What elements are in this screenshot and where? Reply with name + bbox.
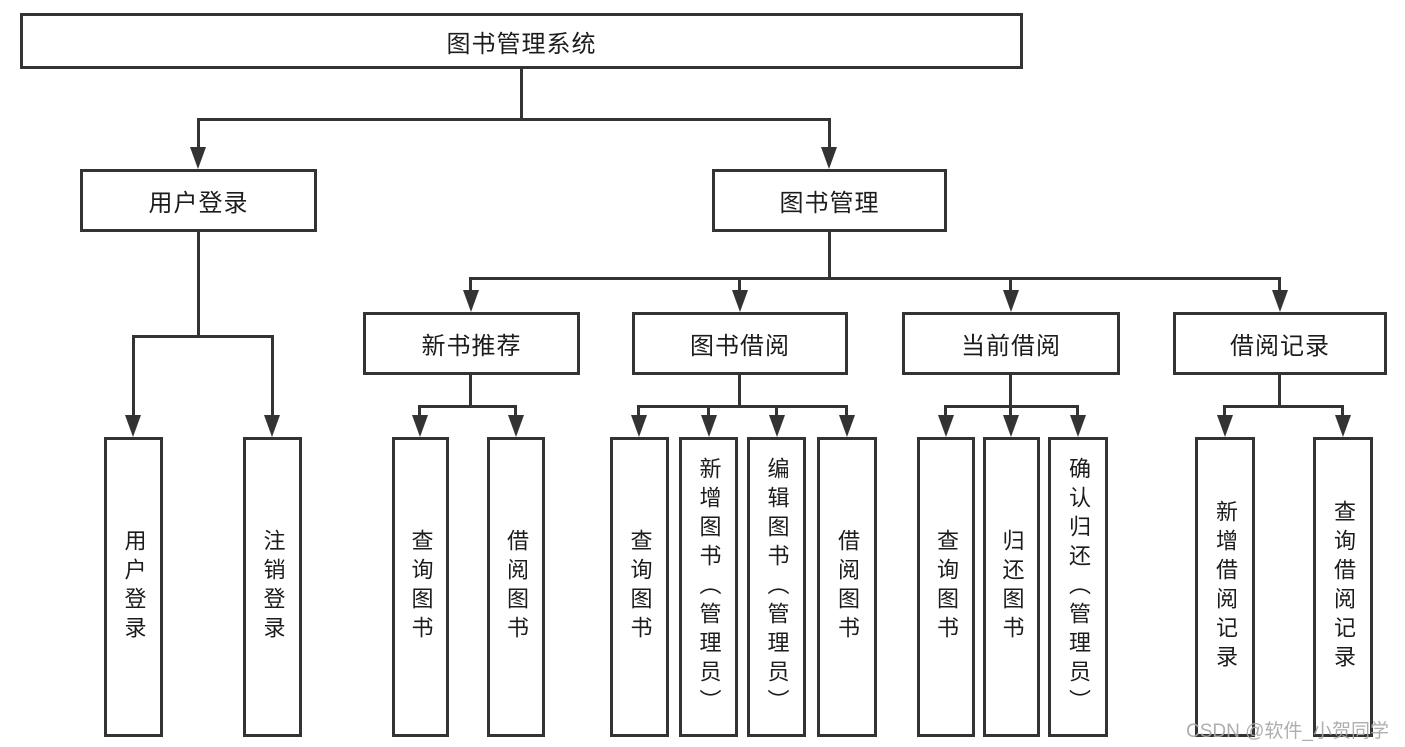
- leaf-borrow-book: 借阅图书: [817, 437, 877, 737]
- connector-leaf-shaft: [707, 405, 710, 417]
- connector-leaf-shaft: [1223, 405, 1226, 417]
- leaf-label: 新增图书（管理员）: [696, 456, 722, 718]
- node-current-borrow-label: 当前借阅: [961, 333, 1061, 360]
- connector-leaf-shaft: [1009, 405, 1012, 417]
- leaf-label: 查询图书: [408, 529, 434, 645]
- leaf-label: 借阅图书: [835, 529, 860, 645]
- connector-newbook-rail: [418, 405, 517, 408]
- connector-leaf-shaft: [637, 405, 640, 417]
- node-root-label: 图书管理系统: [446, 30, 597, 58]
- arrowhead-leaf-icon: [1003, 415, 1019, 437]
- arrowhead-newbook-icon: [463, 290, 479, 312]
- connector-newbook-stem: [469, 375, 472, 405]
- node-book-management-label: 图书管理: [779, 190, 880, 217]
- connector-level2-rail: [197, 118, 831, 121]
- arrowhead-book-mgmt-icon: [821, 147, 837, 169]
- leaf-add-borrow-record: 新增借阅记录: [1195, 437, 1255, 737]
- leaf-label: 查询图书: [627, 529, 653, 645]
- connector-currentborrow-stem: [1009, 375, 1012, 405]
- connector-user-login-shaft: [197, 118, 200, 150]
- leaf-label: 新增借阅记录: [1213, 500, 1238, 674]
- connector-leaf-shaft: [845, 405, 848, 417]
- leaf-query-book-current: 查询图书: [917, 437, 975, 737]
- leaf-label: 归还图书: [999, 529, 1025, 645]
- node-new-book-label: 新书推荐: [421, 333, 522, 360]
- connector-leaf-shaft: [775, 405, 778, 417]
- connector-bookborrow-rail: [637, 405, 848, 408]
- arrowhead-leaf-icon: [631, 415, 647, 437]
- connector-records-rail: [1223, 405, 1344, 408]
- leaf-label: 借阅图书: [504, 529, 529, 645]
- node-book-borrow-label: 图书借阅: [690, 333, 790, 360]
- connector-records-shaft: [1278, 277, 1281, 293]
- connector-bookborrow-stem: [738, 375, 741, 405]
- node-borrow-records-label: 借阅记录: [1230, 333, 1330, 360]
- connector-user-leaf2-shaft: [271, 335, 274, 417]
- leaf-query-book-newbook: 查询图书: [392, 437, 449, 737]
- connector-mgmt-stem: [828, 232, 831, 277]
- leaf-label: 编辑图书（管理员）: [764, 456, 790, 718]
- arrowhead-records-icon: [1272, 290, 1288, 312]
- leaf-label: 用户登录: [121, 529, 147, 645]
- arrowhead-bookborrow-icon: [732, 290, 748, 312]
- node-borrow-records: 借阅记录: [1173, 312, 1387, 375]
- connector-root-stem: [520, 69, 523, 118]
- arrowhead-user-leaf2-icon: [264, 415, 280, 437]
- connector-currentborrow-shaft: [1009, 277, 1012, 293]
- leaf-label: 确认归还（管理员）: [1066, 456, 1091, 718]
- leaf-add-book-admin: 新增图书（管理员）: [679, 437, 738, 737]
- arrowhead-leaf-icon: [701, 415, 717, 437]
- connector-user-rail: [132, 335, 274, 338]
- leaf-logout: 注销登录: [243, 437, 302, 737]
- arrowhead-leaf-icon: [769, 415, 785, 437]
- connector-records-stem: [1278, 375, 1281, 405]
- leaf-label: 注销登录: [260, 529, 286, 645]
- arrowhead-leaf-icon: [1335, 415, 1351, 437]
- connector-user-stem: [197, 232, 200, 335]
- leaf-user-login: 用户登录: [104, 437, 163, 737]
- leaf-label: 查询借阅记录: [1331, 500, 1356, 674]
- connector-level3-rail: [469, 277, 1281, 280]
- node-user-login: 用户登录: [80, 169, 317, 232]
- arrowhead-leaf-icon: [1070, 415, 1086, 437]
- leaf-confirm-return-admin: 确认归还（管理员）: [1048, 437, 1108, 737]
- leaf-label: 查询图书: [934, 529, 959, 645]
- connector-leaf-shaft: [418, 405, 421, 417]
- arrowhead-leaf-icon: [508, 415, 524, 437]
- node-root: 图书管理系统: [20, 13, 1023, 69]
- arrowhead-leaf-icon: [412, 415, 428, 437]
- arrowhead-user-login-icon: [190, 147, 206, 169]
- connector-user-leaf1-shaft: [132, 335, 135, 417]
- connector-book-mgmt-shaft: [828, 118, 831, 150]
- node-new-book: 新书推荐: [363, 312, 580, 375]
- leaf-query-book-borrow: 查询图书: [610, 437, 669, 737]
- leaf-return-book: 归还图书: [983, 437, 1040, 737]
- connector-leaf-shaft: [514, 405, 517, 417]
- csdn-watermark: CSDN @软件_小贺同学: [1186, 721, 1389, 742]
- connector-leaf-shaft: [1076, 405, 1079, 417]
- connector-leaf-shaft: [1341, 405, 1344, 417]
- arrowhead-leaf-icon: [1217, 415, 1233, 437]
- arrowhead-leaf-icon: [839, 415, 855, 437]
- arrowhead-currentborrow-icon: [1003, 290, 1019, 312]
- connector-bookborrow-shaft: [738, 277, 741, 293]
- connector-leaf-shaft: [944, 405, 947, 417]
- leaf-borrow-book-newbook: 借阅图书: [487, 437, 545, 737]
- node-book-management: 图书管理: [712, 169, 947, 232]
- leaf-query-borrow-record: 查询借阅记录: [1313, 437, 1373, 737]
- connector-newbook-shaft: [469, 277, 472, 293]
- leaf-edit-book-admin: 编辑图书（管理员）: [747, 437, 806, 737]
- node-current-borrow: 当前借阅: [902, 312, 1120, 375]
- node-book-borrow: 图书借阅: [632, 312, 848, 375]
- arrowhead-leaf-icon: [938, 415, 954, 437]
- arrowhead-user-leaf1-icon: [125, 415, 141, 437]
- node-user-login-label: 用户登录: [148, 190, 249, 217]
